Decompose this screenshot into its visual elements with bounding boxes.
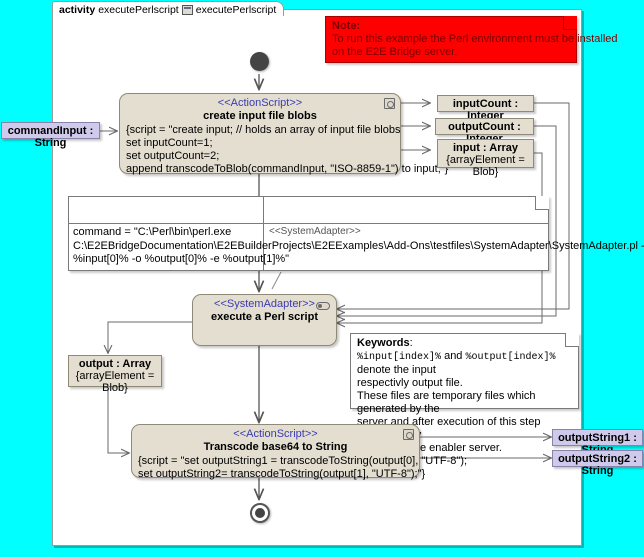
frame-tab-name-2: executePerlscript (195, 3, 277, 16)
pin-output-string2-label: outputString2 : String (558, 453, 637, 477)
note-system-adapter-command: command = "C:\Perl\bin\perl.exe C:\E2EBr… (68, 196, 644, 271)
node-transcode-script: {script = "set outputString1 = transcode… (138, 455, 467, 480)
node-execute-perl-stereotype: <<SystemAdapter>> (214, 298, 315, 310)
note-warning-title: Note: (332, 20, 361, 32)
node-transcode-base64-to-string[interactable]: <<ActionScript>> Transcode base64 to Str… (131, 424, 467, 480)
adapter-badge-icon[interactable] (316, 302, 330, 310)
node-create-blobs-script: {script = "create input; // holds an arr… (126, 124, 448, 175)
node-create-blobs-title: create input file blobs (203, 110, 317, 122)
note-warning-line2: on the E2E Bridge server. (332, 46, 458, 58)
note-keywords-colon: : (409, 337, 413, 349)
initial-node[interactable] (250, 52, 269, 71)
final-node[interactable] (250, 503, 270, 523)
note-keywords-after: denote the input (357, 364, 436, 376)
note-keywords-title: Keywords (357, 337, 410, 349)
diagram-icon (181, 4, 193, 15)
note-keywords-mono2: %output[index]% (465, 352, 556, 363)
note-system-adapter-stereotype: <<SystemAdapter>> (269, 226, 361, 237)
note-separator (69, 223, 548, 224)
node-execute-perl-script[interactable]: <<SystemAdapter>> execute a Perl script (192, 294, 337, 346)
frame-tab-keyword: activity (59, 3, 96, 16)
frame-tab-name: executePerlscript (98, 3, 179, 16)
pin-input-count[interactable]: inputCount : Integer (437, 95, 534, 122)
node-transcode-stereotype: <<ActionScript>> (233, 428, 318, 440)
pin-input-array-tag: {arrayElement = Blob} (446, 154, 525, 178)
node-create-input-file-blobs[interactable]: <<ActionScript>> create input file blobs… (119, 93, 448, 175)
pin-input-array-label: input : Array (453, 142, 518, 154)
note-warning-line1: To run this example the Perl environment… (332, 33, 618, 45)
note-keywords: Keywords: %input[index]% and %output[inde… (350, 333, 579, 454)
note-vertical-separator (263, 197, 264, 270)
node-transcode-title: Transcode base64 to String (203, 441, 348, 453)
note-fold-icon (535, 196, 549, 210)
activity-frame-tab: activity executePerlscript executePerlsc… (52, 1, 285, 16)
pin-output-array-tag: {arrayElement = Blob} (75, 370, 155, 394)
note-warning-text: Note:To run this example the Perl enviro… (326, 17, 618, 62)
note-keywords-text: Keywords: %input[index]% and %output[inde… (351, 334, 578, 458)
note-warning: Note:To run this example the Perl enviro… (325, 16, 618, 63)
note-keywords-mono1: %input[index]% (357, 352, 442, 363)
pin-output-array-label: output : Array (78, 358, 152, 370)
pin-input-array[interactable]: input : Array {arrayElement = Blob} (437, 139, 534, 178)
pin-output-array[interactable]: output : Array {arrayElement = Blob} (68, 355, 162, 394)
note-command-text: command = "C:\Perl\bin\perl.exe C:\E2EBr… (73, 226, 644, 265)
node-execute-perl-title: execute a Perl script (210, 311, 318, 323)
note-keywords-line3: These files are temporary files which ge… (357, 390, 536, 415)
node-create-blobs-stereotype: <<ActionScript>> (217, 97, 303, 109)
pin-output-string2[interactable]: outputString2 : String (552, 450, 643, 477)
pin-command-input-label: commandInput : String (7, 125, 94, 149)
pin-output-count[interactable]: outputCount : Integer (435, 118, 534, 145)
note-keywords-line2: respectivly output file. (357, 377, 463, 389)
script-badge-icon[interactable] (403, 429, 414, 440)
note-fold-icon (565, 333, 579, 347)
note-fold-icon (563, 16, 577, 30)
note-keywords-between: and (441, 350, 466, 362)
script-badge-icon[interactable] (384, 98, 395, 109)
pin-command-input[interactable]: commandInput : String (1, 122, 100, 149)
pin-output-string1[interactable]: outputString1 : String (552, 429, 643, 456)
